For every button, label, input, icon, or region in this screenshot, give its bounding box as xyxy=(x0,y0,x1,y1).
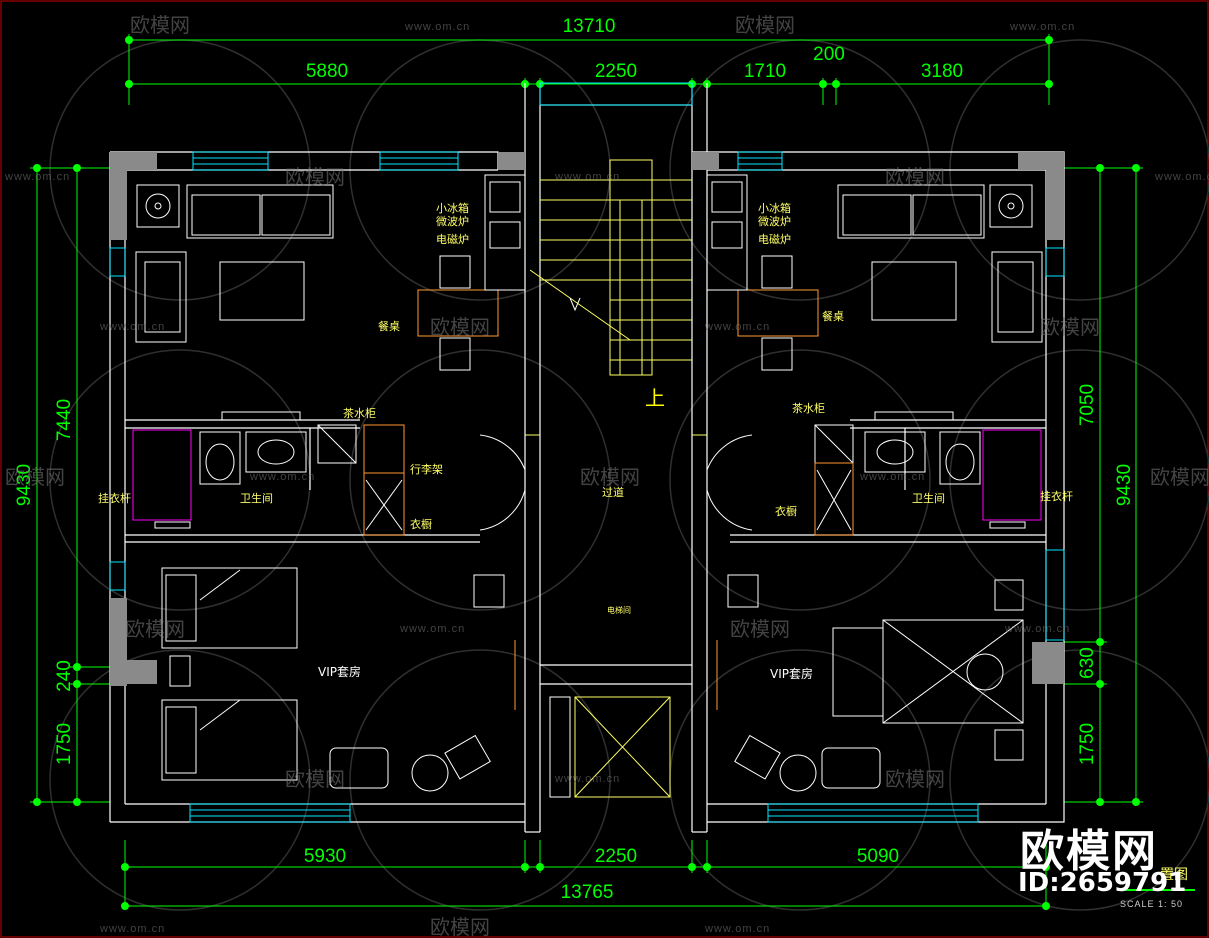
top-dim-5: 3180 xyxy=(921,61,963,82)
bottom-overall-dim: 13765 xyxy=(561,882,614,903)
scale-label: SCALE 1: 50 xyxy=(1120,899,1184,909)
watermark-brand: 欧模网 xyxy=(885,767,945,791)
top-dim-2: 2250 xyxy=(595,61,637,82)
footer-brand-logo: 欧模网 xyxy=(1020,826,1158,877)
watermark-brand: 欧模网 xyxy=(730,617,790,641)
watermark-url: www.om.cn xyxy=(859,471,925,483)
label-microwave-left: 微波炉 xyxy=(436,214,469,228)
watermark-url: www.om.cn xyxy=(4,171,70,183)
drawing-title-fragment: 置图 xyxy=(1160,867,1188,883)
watermarks: 欧模网 www.om.cn 欧模网 www.om.cn www.om.cn 欧模… xyxy=(4,13,1209,938)
watermark-brand: 欧模网 xyxy=(130,13,190,37)
top-dim-4: 200 xyxy=(813,44,845,65)
watermark-brand: 欧模网 xyxy=(5,465,65,489)
bottom-dim-3: 5090 xyxy=(857,846,899,867)
watermark-brand: 欧模网 xyxy=(285,767,345,791)
label-dining-left: 餐桌 xyxy=(378,319,400,333)
corridor-doors xyxy=(479,434,753,531)
label-induction-right: 电磁炉 xyxy=(758,233,791,246)
watermark-brand: 欧模网 xyxy=(580,465,640,489)
watermark-brand: 欧模网 xyxy=(285,165,345,189)
windows xyxy=(109,82,1065,823)
label-corridor: 过道 xyxy=(602,485,624,499)
label-bathroom-right: 卫生间 xyxy=(912,491,945,505)
watermark-url: www.om.cn xyxy=(704,321,770,333)
watermark-url: www.om.cn xyxy=(1154,171,1209,183)
label-wardrobe-right: 衣橱 xyxy=(775,504,797,518)
left-dim-2: 240 xyxy=(54,660,75,692)
left-unit-furniture xyxy=(132,174,526,792)
left-dim-1: 7440 xyxy=(54,399,75,441)
watermark-url: www.om.cn xyxy=(554,171,620,183)
elevator-shaft xyxy=(549,696,671,798)
right-dim-3: 1750 xyxy=(1077,723,1098,765)
label-hanger-right: 挂衣杆 xyxy=(1040,489,1073,503)
label-microwave-right: 微波炉 xyxy=(758,214,791,228)
label-luggage-left: 行李架 xyxy=(410,462,443,476)
label-tea-left: 茶水柜 xyxy=(343,407,376,420)
right-dim-2: 630 xyxy=(1077,647,1098,679)
left-overall-dim: 9430 xyxy=(14,464,35,506)
watermark-brand: 欧模网 xyxy=(430,315,490,339)
watermark-url: www.om.cn xyxy=(404,21,470,33)
left-dim-3: 1750 xyxy=(54,723,75,765)
label-dining-right: 餐桌 xyxy=(822,309,844,323)
watermark-brand: 欧模网 xyxy=(885,165,945,189)
right-dim-1: 7050 xyxy=(1077,384,1098,426)
watermark-brand: 欧模网 xyxy=(1040,315,1100,339)
label-induction-left: 电磁炉 xyxy=(436,233,469,246)
columns xyxy=(110,152,1064,686)
label-suite-right: VIP套房 xyxy=(770,666,813,681)
label-fridge-left: 小冰箱 xyxy=(436,201,469,215)
watermark-url: www.om.cn xyxy=(99,321,165,333)
top-overall-dim: 13710 xyxy=(563,16,616,37)
watermark-url: www.om.cn xyxy=(99,923,165,935)
watermark-brand: 欧模网 xyxy=(1150,465,1209,489)
watermark-brand: 欧模网 xyxy=(125,617,185,641)
watermark-url: www.om.cn xyxy=(554,773,620,785)
watermark-brand: 欧模网 xyxy=(430,915,490,938)
label-suite-left: VIP套房 xyxy=(318,664,361,679)
dimension-lines xyxy=(30,34,1143,910)
top-dim-3: 1710 xyxy=(744,61,786,82)
label-fridge-right: 小冰箱 xyxy=(758,201,791,215)
watermark-url: www.om.cn xyxy=(1009,21,1075,33)
label-elevator-hall: 电梯间 xyxy=(607,605,631,615)
label-hanger-left: 挂衣杆 xyxy=(98,491,131,505)
watermark-url: www.om.cn xyxy=(399,623,465,635)
label-tea-right: 茶水柜 xyxy=(792,402,825,415)
staircase xyxy=(529,159,692,376)
label-bathroom-left: 卫生间 xyxy=(240,491,273,505)
label-wardrobe-left: 衣橱 xyxy=(410,517,432,531)
bottom-dim-1: 5930 xyxy=(304,846,346,867)
watermark-url: www.om.cn xyxy=(704,923,770,935)
right-overall-dim: 9430 xyxy=(1114,464,1135,506)
right-unit-furniture xyxy=(706,174,1043,792)
watermark-brand: 欧模网 xyxy=(735,13,795,37)
stair-up-label: 上 xyxy=(645,386,665,410)
top-dim-1: 5880 xyxy=(306,61,348,82)
footer-id: ID:2659791 xyxy=(1018,868,1187,898)
watermark-url: www.om.cn xyxy=(1004,623,1070,635)
bottom-dim-2: 2250 xyxy=(595,846,637,867)
watermark-url: www.om.cn xyxy=(249,471,315,483)
